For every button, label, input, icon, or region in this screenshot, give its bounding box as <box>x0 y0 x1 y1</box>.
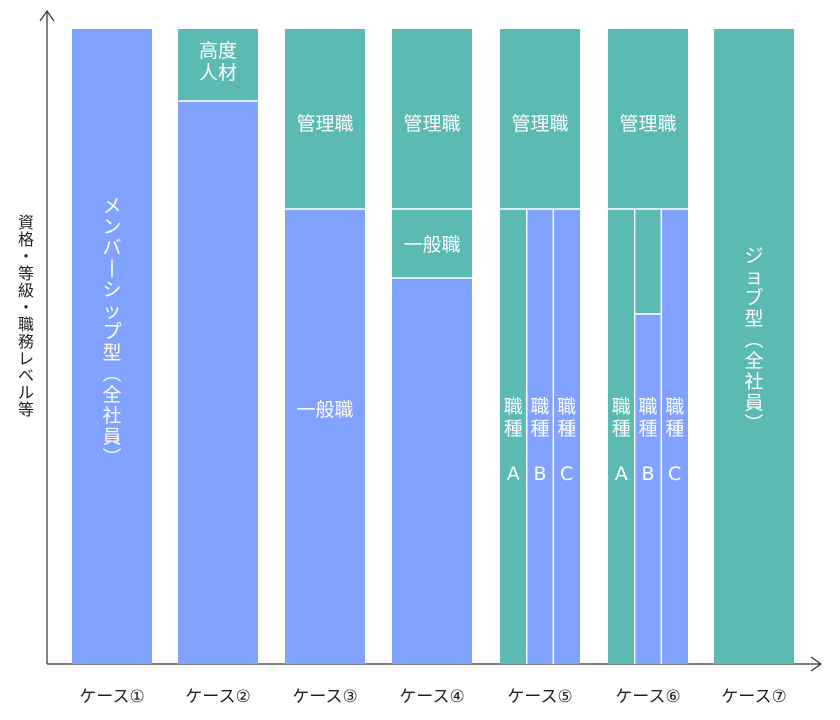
case-3-manager-block <box>285 29 365 209</box>
case-3-general-block <box>285 209 365 664</box>
case-6-label: ケース⑥ <box>615 687 680 707</box>
case-3-label: ケース③ <box>292 687 357 707</box>
case-5-category-a <box>500 209 527 664</box>
case-5-label: ケース⑤ <box>507 687 572 707</box>
case-1-member-block <box>72 29 152 664</box>
case-4-manager-label: 管理職 <box>403 113 460 135</box>
case-4-general-label: 一般職 <box>403 234 460 256</box>
case-1-label: ケース① <box>79 687 144 707</box>
case-5-category-b <box>526 209 554 664</box>
case-6-category-b-lower <box>634 314 662 664</box>
case-6-manager-label: 管理職 <box>619 113 676 135</box>
case-6-manager-block <box>608 29 688 209</box>
case-3-general-label: 一般職 <box>296 399 353 421</box>
case-7-label: ケース⑦ <box>721 687 786 707</box>
case-3-column: 管理職 一般職 <box>285 29 365 664</box>
case-4-general-job-block <box>392 209 472 278</box>
case-5-manager-block <box>500 29 580 209</box>
case-2-member-block <box>178 101 258 664</box>
case-3-manager-label: 管理職 <box>296 113 353 135</box>
y-axis-label: 資格・等級・職務レベル等 <box>18 213 34 419</box>
case-5-category-c <box>553 209 580 664</box>
case-6-category-c <box>661 209 688 664</box>
x-axis-arrow <box>810 656 823 672</box>
case-4-member-block <box>392 278 472 664</box>
case-6-category-a <box>608 209 635 664</box>
case-2-column: 高度人材 <box>178 29 258 664</box>
case-4-column: 管理職 一般職 <box>392 29 472 664</box>
case-7-job-label: ジョブ型︵全社員︶ <box>744 245 763 435</box>
case-4-label: ケース④ <box>399 687 464 707</box>
y-axis-arrow <box>39 9 55 22</box>
case-5-manager-label: 管理職 <box>511 113 568 135</box>
case-4-manager-block <box>392 29 472 209</box>
case-2-advanced-block <box>178 29 258 101</box>
case-2-advanced-label: 高度人材 <box>199 40 237 84</box>
case-1-column: メンバ丨シップ型︵全社員︶ <box>72 29 152 664</box>
case-6-category-b-upper <box>634 209 662 314</box>
case-7-column: ジョブ型︵全社員︶ <box>714 29 794 664</box>
case-7-job-block <box>714 29 794 664</box>
case-2-label: ケース② <box>185 687 250 707</box>
case-1-member-label: メンバ丨シップ型︵全社員︶ <box>102 195 121 469</box>
